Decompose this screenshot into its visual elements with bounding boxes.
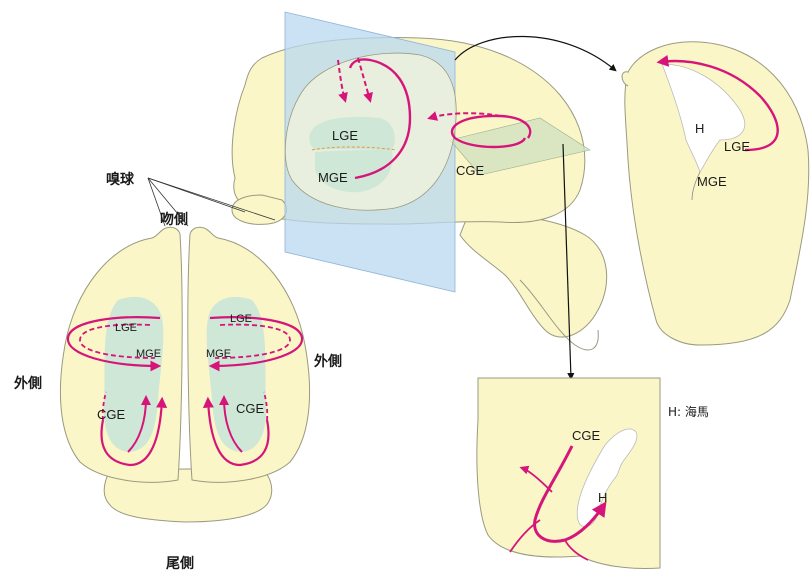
sagittal-olfactory-bulb bbox=[232, 195, 287, 224]
sagittal-cge-label: CGE bbox=[456, 163, 485, 178]
coronal-olfactory-tip bbox=[622, 72, 628, 86]
olfactory-bulb-label: 嗅球 bbox=[106, 171, 135, 188]
dorsal-left-lge-label: LGE bbox=[115, 322, 137, 334]
sagittal-mge-label: MGE bbox=[318, 170, 348, 185]
dorsal-left-mge-label: MGE bbox=[136, 348, 161, 360]
sagittal-lge-label: LGE bbox=[332, 128, 358, 143]
rostral-label: 吻側 bbox=[160, 211, 188, 228]
dorsal-right-cge-label: CGE bbox=[236, 401, 265, 416]
coronal-h-label: H bbox=[695, 121, 704, 136]
brainstem-shape bbox=[460, 210, 607, 337]
hippocampus-legend: H: 海馬 bbox=[668, 404, 709, 419]
coronal-section-view: H LGE MGE bbox=[622, 42, 809, 345]
coronal-mge-label: MGE bbox=[697, 174, 727, 189]
horizontal-cge-label: CGE bbox=[572, 428, 601, 443]
dorsal-right-mge-label: MGE bbox=[206, 348, 231, 360]
lateral-right-label: 外側 bbox=[314, 353, 342, 370]
dorsal-brain-view: 吻側 尾側 外側 外側 LGE MGE CGE LGE MGE CGE bbox=[14, 211, 342, 572]
caudal-label: 尾側 bbox=[166, 555, 194, 572]
lateral-left-label: 外側 bbox=[14, 375, 42, 392]
horizontal-section-view: CGE H bbox=[477, 378, 660, 569]
dorsal-left-cge-label: CGE bbox=[97, 407, 126, 422]
horizontal-h-label: H bbox=[598, 490, 607, 505]
dorsal-right-lge-label: LGE bbox=[230, 313, 252, 325]
coronal-lge-label: LGE bbox=[724, 139, 750, 154]
